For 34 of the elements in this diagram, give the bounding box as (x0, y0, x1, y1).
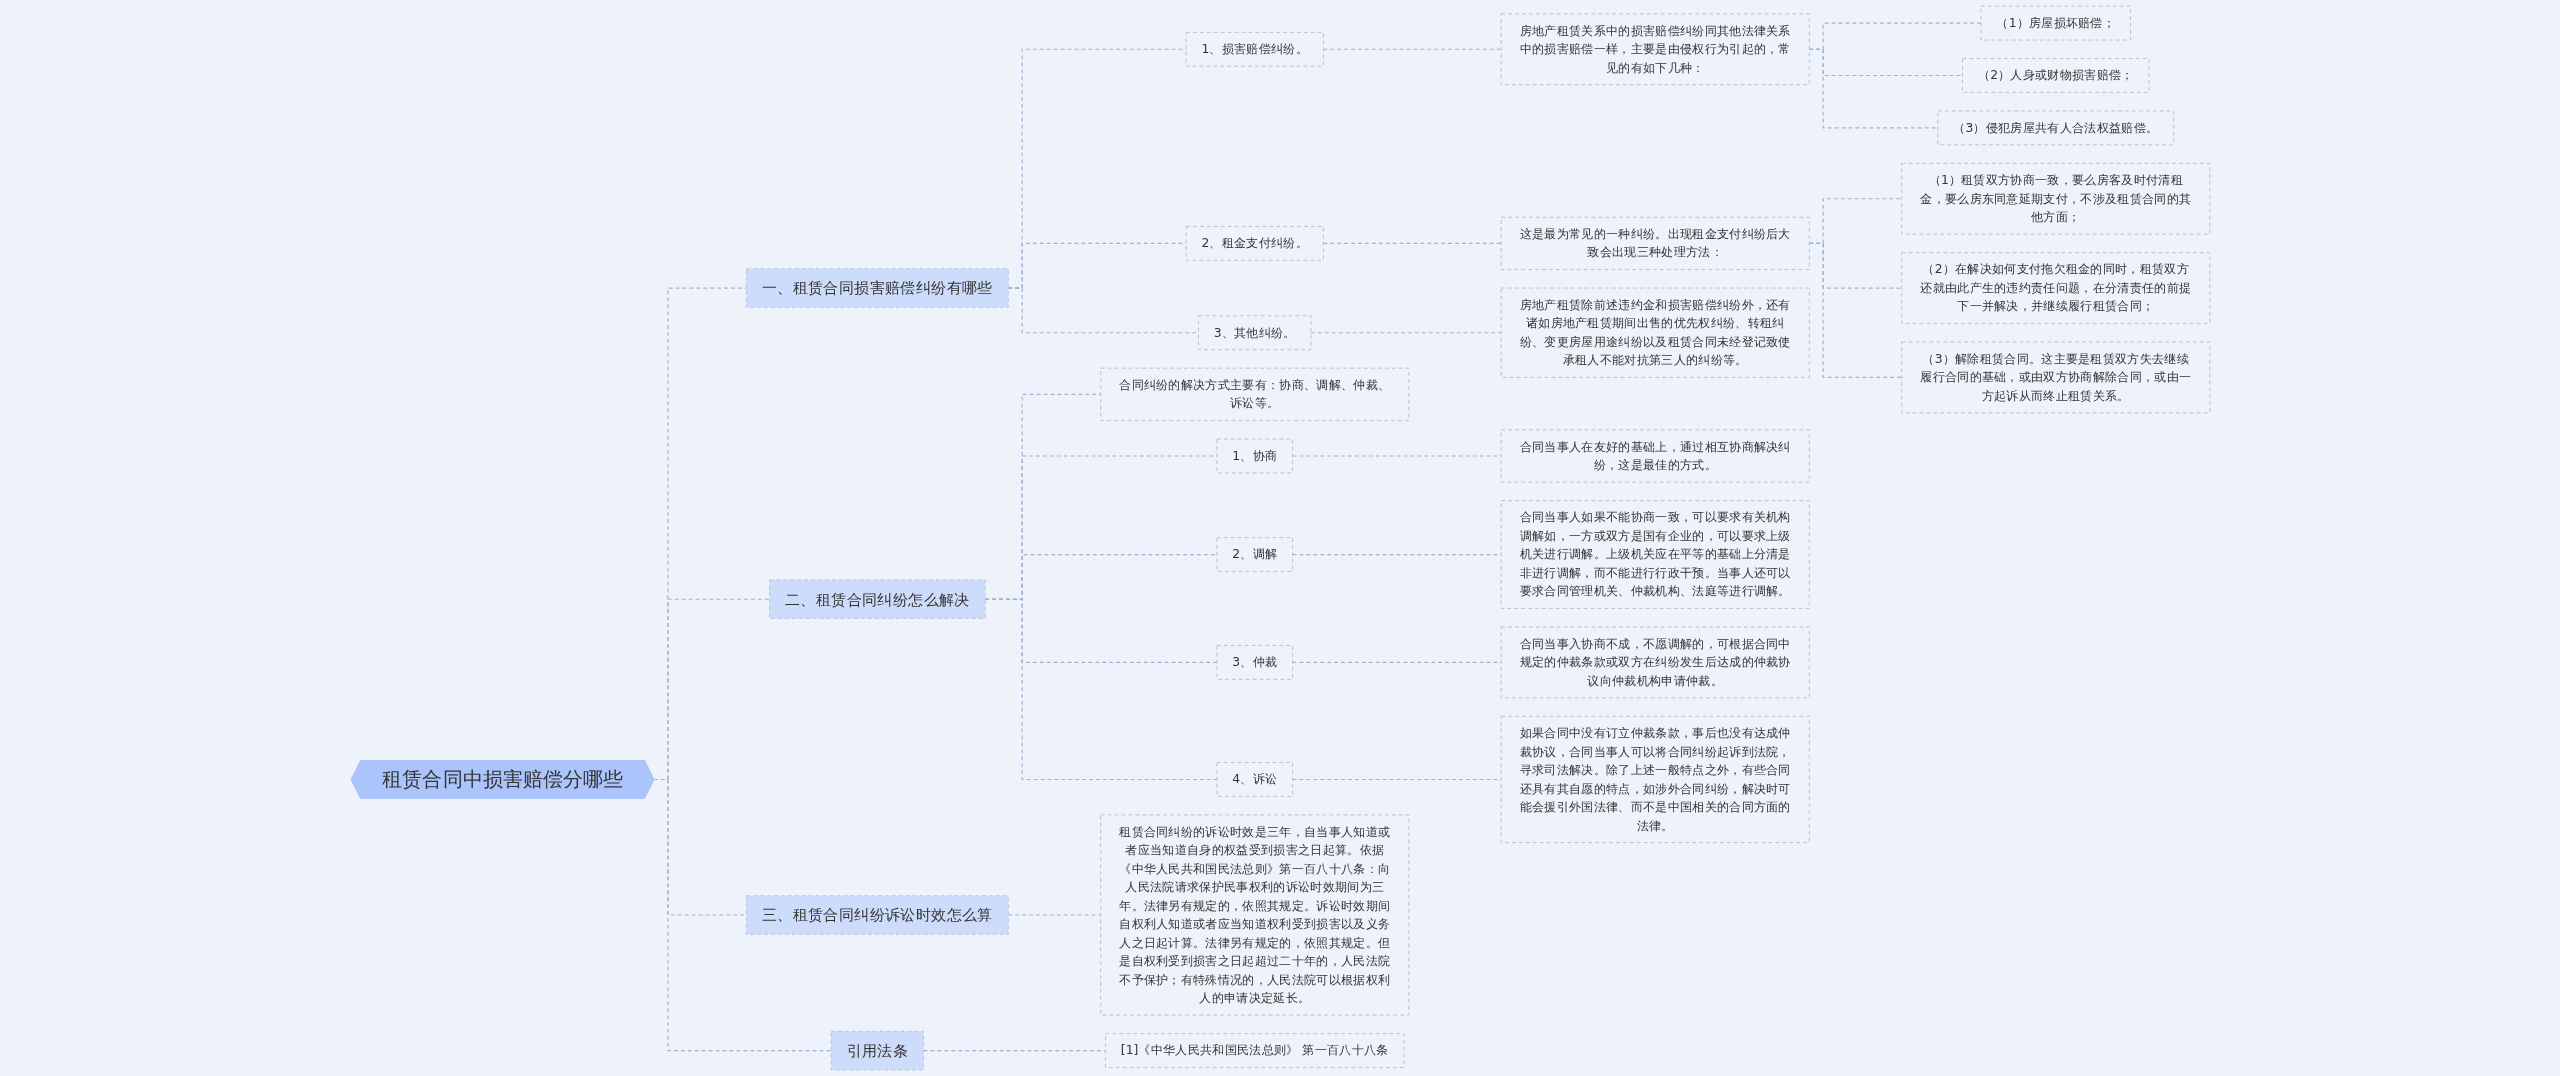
node-box: 合同当事入协商不成，不愿调解的，可根据合同中规定的仲裁条款或双方在纠纷发生后达成的仲裁协议向仲裁机构申请仲裁。 (1500, 626, 1810, 699)
node-box: 房地产租赁除前述违约金和损害赔偿纠纷外，还有诸如房地产租赁期间出售的优先权纠纷、转租纠纷、变更房屋用途纠纷以及租赁合同未经登记致使承租人不能对抗第三人的纠纷等。 (1500, 287, 1810, 378)
node-box: （2）在解决如何支付拖欠租金的同时，租赁双方还就由此产生的违约责任问题，在分清责任的前提下一并解决，并继续履行租赁合同； (1900, 252, 2210, 324)
connector (1322, 242, 1502, 244)
connector (984, 598, 1217, 781)
node-box: 3、其他纠纷。 (1197, 315, 1311, 351)
connector (1007, 914, 1101, 916)
node-box: （1）房屋损坏赔偿； (1980, 5, 2131, 41)
node-box: 引用法条 (830, 1030, 924, 1071)
node-box: 1、损害赔偿纠纷。 (1185, 31, 1324, 67)
node-box: 2、租金支付纠纷。 (1185, 226, 1324, 261)
node-box: 合同当事人如果不能协商一致，可以要求有关机构调解如，一方或双方是国有企业的，可以要求上级机关进行调解。上级机关应在平等的基础上分清是非进行调解，而不能进行行政干预。当事人还可以要求合同管理机关、仲裁机构、法庭等进行调解。 (1500, 500, 1810, 609)
node-box: 2、调解 (1216, 537, 1293, 572)
node-box: 二、租赁合同纠纷怎么解决 (768, 579, 986, 619)
node-box: 如果合同中没有订立仲裁条款，事后也没有达成仲裁协议，合同当事人可以将合同纠纷起诉到法院，寻求司法解决。除了上述一般特点之外，有些合同还具有其自愿的特点，如涉外合同纠纷，解决时可能会援引外国法律、而不是中国相关的合同方面的法律。 (1500, 715, 1810, 843)
node-box: 租赁合同纠纷的诉讼时效是三年，自当事人知道或者应当知道自身的权益受到损害之日起算。依据《中华人民共和国民法总则》第一百八十八条：向人民法院请求保护民事权利的诉讼时效期间为三年。法律另有规定的，依照其规定。诉讼时效期间自权利人知道或者应当知道权利受到损害以及义务人之日起计算。法律另有规定的，依照其规定。但是自权利受到损害之日起超过二十年的，人民法院不予保护；有特殊情况的，人民法院可以根据权利人的申请决定延长。 (1099, 814, 1409, 1016)
node-box: 合同当事人在友好的基础上，通过相互协商解决纠纷，这是最佳的方式。 (1500, 429, 1810, 483)
node-box: 这是最为常见的一种纠纷。出现租金支付纠纷后大致会出现三种处理方法： (1500, 216, 1810, 270)
connector (1808, 242, 1902, 378)
node-box: 4、诉讼 (1216, 762, 1293, 797)
node-box: 1、协商 (1216, 438, 1293, 474)
node-box: 三、租赁合同纠纷诉讼时效怎么算 (745, 895, 1009, 935)
node-box: （3）侵犯房屋共有人合法权益赔偿。 (1936, 110, 2174, 146)
node-box: [1]《中华人民共和国民法总则》 第一百八十八条 (1104, 1033, 1404, 1068)
node-box: （2）人身或财物损害赔偿； (1961, 58, 2149, 93)
connector (1322, 48, 1502, 50)
connector (652, 778, 832, 1052)
node-box: 合同纠纷的解决方式主要有：协商、调解、仲裁、诉讼等。 (1099, 367, 1409, 421)
node-box: （3）解除租赁合同。这主要是租赁双方失去继续履行合同的基础，或由双方协商解除合同，或由一方起诉从而终止租赁关系。 (1900, 341, 2210, 414)
connector (1309, 332, 1502, 334)
node-box: 3、仲裁 (1216, 645, 1293, 680)
node-box: 房地产租赁关系中的损害赔偿纠纷同其他法律关系中的损害赔偿一样，主要是由侵权行为引起的，常见的有如下几种： (1500, 13, 1810, 86)
node-box: （1）租赁双方协商一致，要么房客及时付清租金，要么房东同意延期支付，不涉及租赁合同的其他方面； (1900, 162, 2210, 235)
node-box: 一、租赁合同损害赔偿纠纷有哪些 (745, 268, 1009, 308)
